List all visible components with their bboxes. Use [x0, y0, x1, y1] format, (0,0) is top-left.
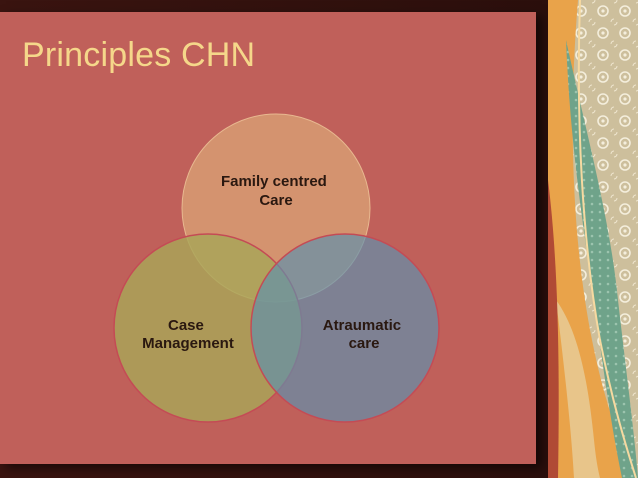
highlight-line: [577, 0, 637, 478]
venn-label-line: Family centred: [221, 173, 327, 190]
venn-label-atraumatic-care: Atraumatic care: [323, 317, 406, 352]
decorative-pattern: [548, 0, 638, 478]
teal-band: [566, 40, 638, 478]
venn-circle-atraumatic-care: [250, 233, 440, 423]
venn-label-line: Management: [142, 335, 234, 352]
venn-label-family-centred-care: Family centred Care: [221, 173, 331, 209]
venn-diagram: Family centred Care Case Management Atra…: [113, 113, 440, 423]
red-sliver: [548, 180, 559, 478]
venn-label-line: Atraumatic: [323, 317, 401, 334]
venn-label-line: Care: [259, 192, 292, 209]
venn-label-line: Case: [168, 317, 204, 334]
slide-title: Principles CHN: [22, 36, 256, 74]
venn-label-case-management: Case Management: [142, 317, 234, 352]
venn-label-line: care: [349, 335, 380, 352]
cream-leaf: [556, 300, 600, 478]
